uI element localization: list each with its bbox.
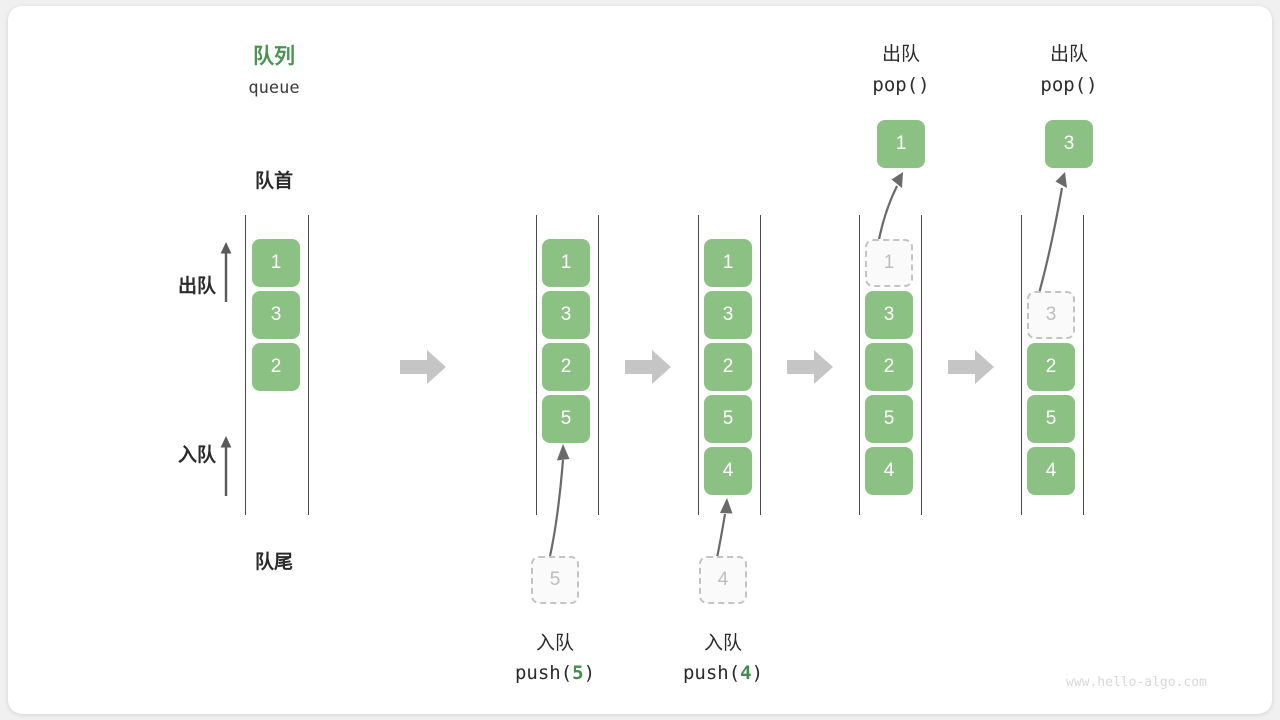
queue-element: 5 [704,395,752,443]
queue-element: 5 [865,395,913,443]
queue-element: 2 [252,343,300,391]
queue-element: 3 [865,291,913,339]
push5-incoming-element: 5 [531,556,579,604]
panel-push5-rail-left [536,215,537,515]
push4-code-prefix: push( [682,662,741,684]
push4-code-value: 4 [740,662,752,684]
rear-label: 队尾 [254,552,293,573]
step-arrow-icon [625,350,671,384]
panel-initial-rail-left [245,215,246,515]
panel-push4-rail-right [760,215,761,515]
step-arrow-icon [400,350,446,384]
queue-element: 2 [865,343,913,391]
front-label: 队首 [254,171,293,192]
enqueue-side-label: 入队 [177,445,216,466]
queue-element: 4 [865,447,913,495]
queue-title-cn: 队列 [253,45,295,68]
queue-element: 1 [542,239,590,287]
pop3-header-code: pop() [1040,74,1098,96]
queue-element: 1 [704,239,752,287]
queue-element: 4 [1027,447,1075,495]
queue-element: 5 [1027,395,1075,443]
pop3-popped-element: 3 [1045,120,1093,168]
push5-code-prefix: push( [514,662,573,684]
queue-element: 4 [704,447,752,495]
push4-caption-code: push(4) [653,662,793,684]
queue-title-en: queue [248,78,300,98]
push4-code-suffix: ) [751,662,764,684]
queue-element: 3 [252,291,300,339]
panel-pop3-rail-left [1021,215,1022,515]
pop1-header-cn: 出队 [881,44,920,65]
step-arrow-icon [787,350,833,384]
panel-pop3-rail-right [1083,215,1084,515]
queue-element: 2 [542,343,590,391]
diagram-card: 队列 queue 队首 队尾 出队 入队 1 3 2 1 3 2 5 5 入队 … [8,6,1272,714]
dequeue-up-arrow-icon [220,242,232,302]
pop3-header-cn: 出队 [1049,44,1088,65]
dequeue-side-label: 出队 [177,276,216,297]
panel-initial-rail-right [308,215,309,515]
pop3-remove-arrow-icon [1034,172,1067,305]
pop1-popped-element: 1 [877,120,925,168]
watermark: www.hello-algo.com [1066,675,1207,690]
enqueue-up-arrow-icon [220,436,232,496]
queue-element: 3 [704,291,752,339]
pop1-header-code: pop() [872,74,930,96]
push5-caption-code: push(5) [485,662,625,684]
queue-element: 1 [252,239,300,287]
push5-code-value: 5 [572,662,584,684]
panel-push4-rail-left [698,215,699,515]
push4-insert-arrow-icon [715,498,733,559]
push5-insert-arrow-icon [548,444,570,557]
push4-incoming-element: 4 [699,556,747,604]
queue-element: 2 [704,343,752,391]
push5-caption-cn: 入队 [535,633,574,654]
step-arrow-icon [948,350,994,384]
panel-pop1-rail-right [921,215,922,515]
queue-element: 5 [542,395,590,443]
queue-element: 3 [542,291,590,339]
queue-element-removed: 1 [865,239,913,287]
push4-caption-cn: 入队 [703,633,742,654]
push5-code-suffix: ) [583,662,596,684]
panel-push5-rail-right [598,215,599,515]
panel-pop1-rail-left [859,215,860,515]
queue-element: 2 [1027,343,1075,391]
queue-element-removed: 3 [1027,291,1075,339]
